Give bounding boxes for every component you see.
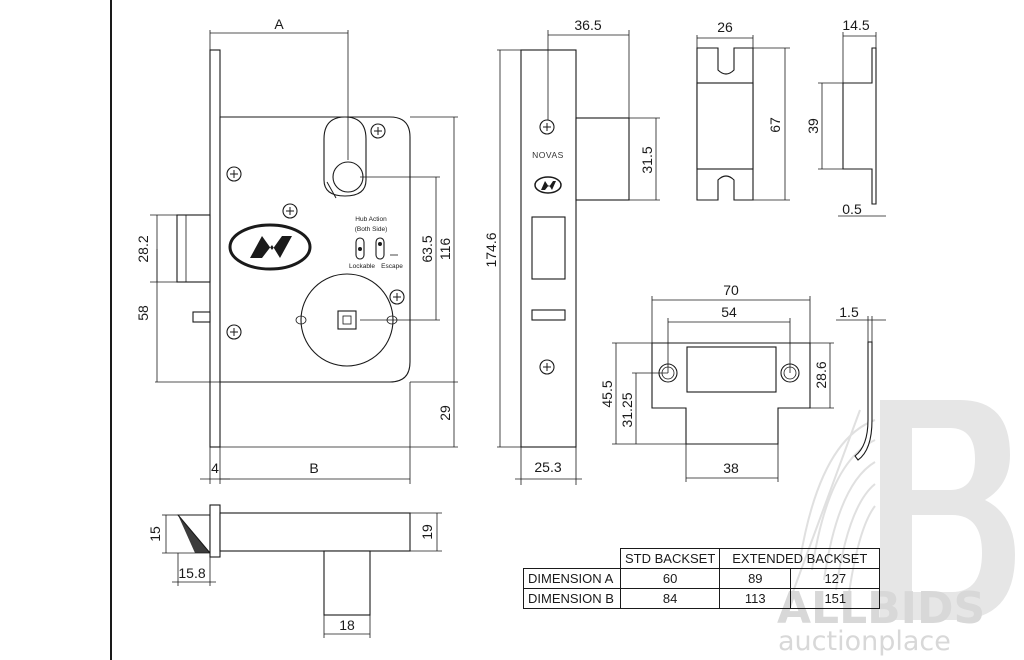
row-label: DIMENSION B [523, 588, 621, 609]
watermark: ALLBIDS auctionplace [777, 400, 1015, 657]
screw-icon [282, 203, 298, 219]
screw-icon [389, 289, 405, 305]
dim-31-5-label: 31.5 [639, 146, 655, 173]
dim-19-label: 19 [419, 524, 435, 540]
latch-forend-section [209, 504, 221, 558]
dim-a-label: A [274, 16, 284, 32]
watermark-sub: auctionplace [778, 626, 951, 657]
hub-action-label: Hub Action [355, 216, 387, 223]
dim-15-label: 15 [147, 526, 163, 542]
watermark-b-logo [880, 400, 1015, 620]
dim-63-5-label: 63.5 [419, 235, 435, 262]
strike-plate-profile [854, 341, 873, 461]
cell-std: 84 [619, 588, 721, 609]
dim-25-3-label: 25.3 [534, 459, 561, 475]
cell-ext1: 89 [719, 568, 792, 589]
dim-31-25-label: 31.25 [619, 392, 635, 427]
keeper-side-view: 14.5 39 0.5 [805, 17, 886, 217]
dim-18-label: 18 [339, 617, 355, 633]
dim-4-label: 4 [211, 460, 219, 476]
dim-70-label: 70 [723, 282, 739, 298]
table-header-row: STD BACKSET EXTENDED BACKSET [524, 548, 881, 569]
faceplate-logo [534, 176, 562, 194]
strike-plate-view: 70 54 45.5 31.25 28.6 38 [599, 282, 834, 482]
col-extended-backset: EXTENDED BACKSET [719, 548, 881, 569]
dim-26-label: 26 [717, 19, 733, 35]
screw-icon [226, 324, 242, 340]
cell-ext2: 151 [790, 588, 881, 609]
escape-label: Escape [381, 263, 403, 270]
lockable-label: Lockable [349, 263, 375, 270]
latch-case-section [219, 512, 411, 552]
faceplate-plunger-hole [531, 309, 566, 321]
dim-0-5-label: 0.5 [842, 201, 862, 217]
faceplate-latch-tongue [575, 117, 630, 201]
cell-std: 60 [619, 568, 721, 589]
screw-icon [539, 359, 555, 375]
hub-square [337, 310, 357, 330]
dim-54-label: 54 [721, 304, 737, 320]
screw-icon [539, 119, 555, 135]
dim-38-label: 38 [723, 460, 739, 476]
latch-bolt [176, 214, 211, 283]
table-row: DIMENSION A 60 89 127 [523, 568, 881, 589]
keeper-side [842, 47, 877, 205]
table-corner [524, 549, 621, 569]
dim-174-6-label: 174.6 [483, 232, 499, 267]
dim-29-label: 29 [437, 405, 453, 421]
row-label: DIMENSION A [523, 568, 621, 589]
lock-forend [209, 49, 221, 448]
dim-36-5-label: 36.5 [574, 17, 601, 33]
cell-ext2: 127 [790, 568, 881, 589]
novas-logo [228, 223, 312, 271]
dimension-table: STD BACKSET EXTENDED BACKSET DIMENSION A… [523, 548, 881, 609]
hub-action-sub-label: (Both Side) [355, 226, 388, 233]
dim-1-5-label: 1.5 [839, 304, 859, 320]
dim-45-5-label: 45.5 [599, 380, 615, 407]
spindle-section [323, 550, 371, 616]
table-row: DIMENSION B 84 113 151 [523, 588, 881, 609]
faceplate-latch-hole [531, 216, 566, 280]
faceplate-brand: NOVAS [532, 150, 564, 160]
faceplate-view: NOVAS 36.5 31.5 174.6 25.3 [483, 17, 660, 485]
dim-39-label: 39 [805, 118, 821, 134]
dim-15-8-label: 15.8 [178, 565, 205, 581]
dim-116-label: 116 [437, 238, 453, 261]
dim-28-2-label: 28.2 [135, 235, 151, 262]
cell-ext1: 113 [719, 588, 792, 609]
escape-switch [375, 237, 385, 260]
screw-icon [370, 123, 386, 139]
screw-icon [226, 166, 242, 182]
keeper-window [696, 82, 754, 170]
strike-plate-hole [686, 346, 777, 393]
dim-b-label: B [309, 460, 318, 476]
lock-body-view: Hub Action (Both Side) Lockable Escape A… [135, 16, 458, 484]
strike-plate-side-view: 1.5 [836, 304, 886, 461]
dim-67-label: 67 [767, 117, 783, 133]
keeper-front-view: 26 67 [696, 19, 790, 201]
dim-14-5-label: 14.5 [842, 17, 869, 33]
dim-58-label: 58 [135, 305, 151, 321]
dim-28-6-label: 28.6 [813, 361, 829, 388]
deadlock-plunger [192, 311, 211, 323]
latch-top-view: 15 15.8 19 18 [147, 504, 442, 638]
col-std-backset: STD BACKSET [619, 548, 721, 569]
